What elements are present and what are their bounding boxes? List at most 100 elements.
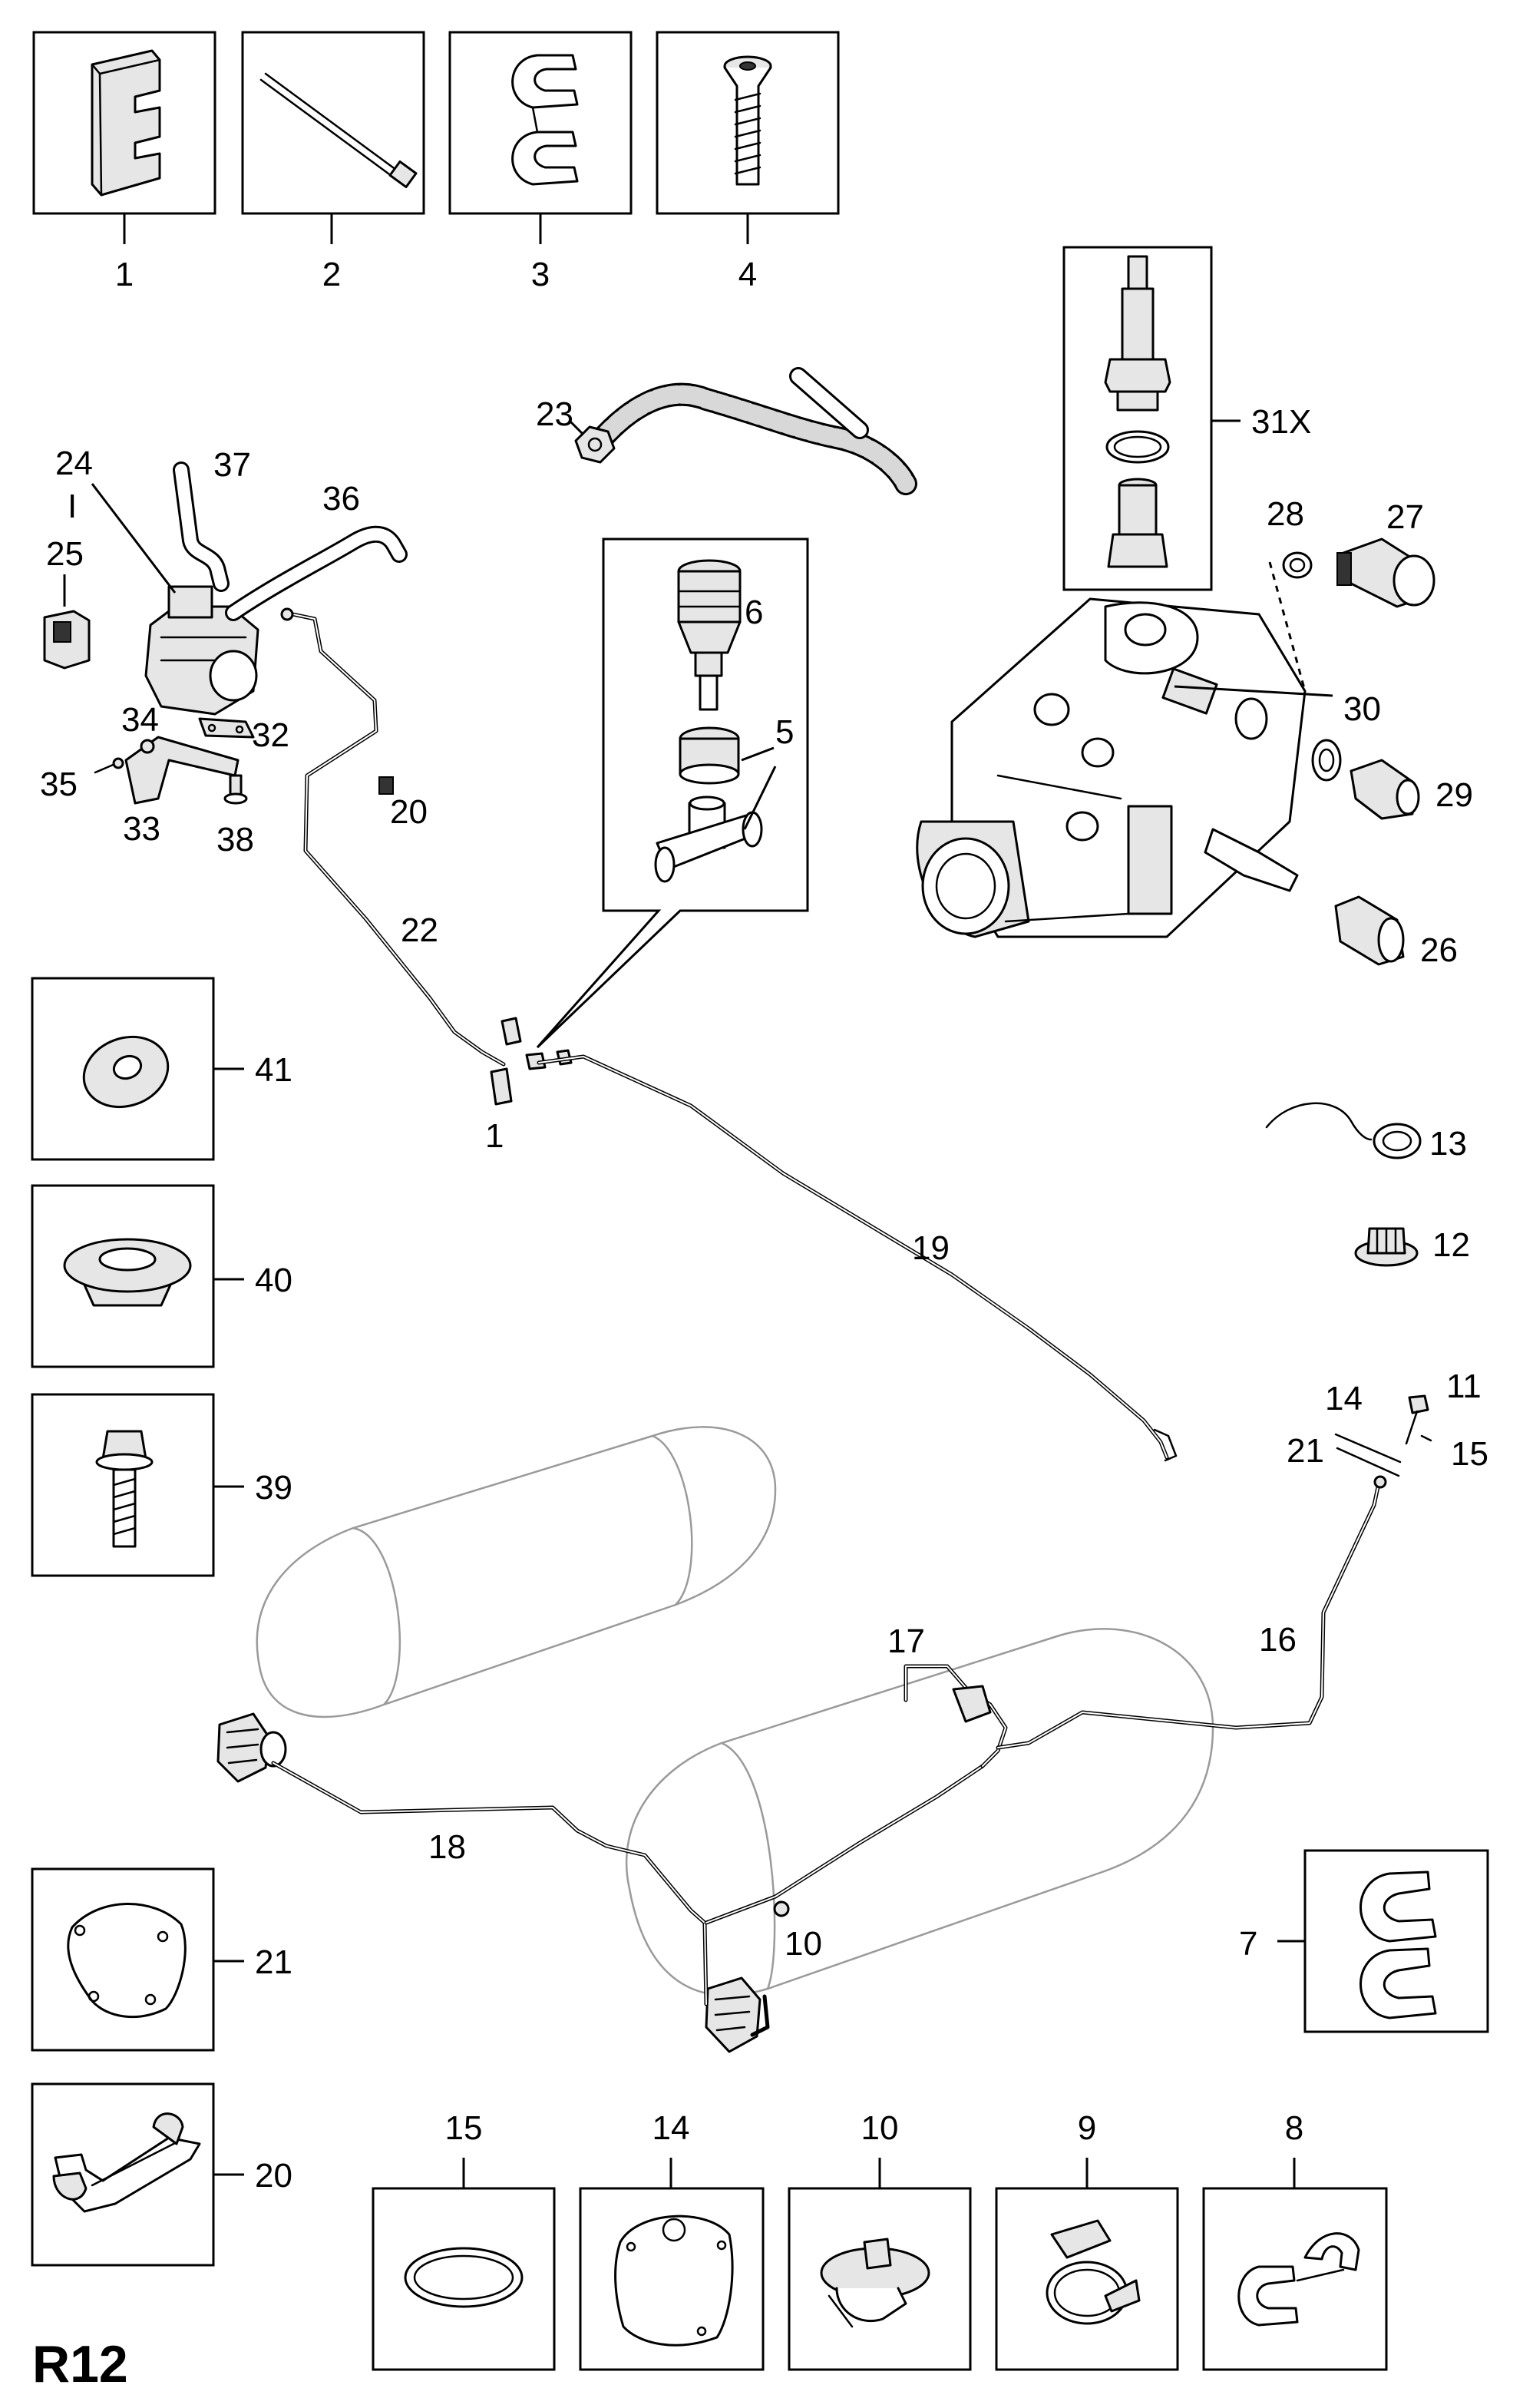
part-19-pipe[interactable]: 19 (537, 1054, 1178, 1462)
part-28-washer[interactable]: 28 (1267, 495, 1313, 692)
label-37: 37 (213, 446, 251, 484)
part-22-pipe[interactable]: 22 (280, 607, 506, 1067)
part-25-connector[interactable]: 25 (43, 535, 91, 670)
label-38: 38 (216, 821, 254, 858)
part-box-15[interactable]: 15 (372, 2109, 556, 2371)
label-31x: 31X (1251, 403, 1311, 441)
label-33: 33 (123, 810, 160, 848)
label-5: 5 (775, 713, 794, 751)
label-39: 39 (255, 1469, 292, 1507)
part-box-4[interactable]: 4 (656, 31, 840, 293)
label-40: 40 (255, 1262, 292, 1299)
part-32-bracket[interactable]: 32 (198, 716, 289, 754)
part-box-14[interactable]: 14 (579, 2109, 765, 2371)
part-23-hose[interactable]: 23 (536, 367, 917, 495)
part-17-pipe[interactable]: 17 (887, 1622, 1008, 1768)
tank-valve-right[interactable] (705, 1976, 762, 2053)
flange-bolt-icon (95, 1430, 154, 1548)
spacer-block-icon (91, 49, 161, 197)
label-1-junction: 1 (485, 1117, 504, 1155)
part-24-regulator[interactable]: 24 I (55, 445, 259, 716)
triple-clip-icon (1237, 2232, 1360, 2327)
part-box-10[interactable]: 10 (788, 2109, 972, 2371)
part-box-21[interactable]: 21 (31, 1867, 292, 2052)
label-30: 30 (1343, 690, 1381, 728)
label-32: 32 (252, 716, 289, 754)
part-box-41[interactable]: 41 (31, 977, 292, 1161)
valve-stem-icon (1104, 255, 1171, 568)
label-24: 24 (55, 445, 93, 482)
part-13-seal-ring[interactable]: 13 (1265, 1102, 1467, 1163)
part-20-clip-small[interactable]: 20 (378, 776, 428, 831)
part-box-5-6[interactable]: 6 5 (536, 538, 809, 1049)
label-17: 17 (887, 1622, 925, 1660)
part-box-20[interactable]: 20 (31, 2082, 292, 2267)
label-9: 9 (1078, 2109, 1096, 2147)
label-20-upper: 20 (390, 793, 428, 831)
hose-clamp-icon (1046, 2219, 1141, 2325)
part-box-31x[interactable]: 31X (1062, 246, 1311, 591)
part-29-fitting[interactable]: 29 (1311, 739, 1473, 820)
part-15-oring[interactable]: 15 (1420, 1434, 1488, 1473)
label-34: 34 (121, 701, 159, 739)
part-16-pipe[interactable]: 16 (996, 1475, 1387, 1750)
label-27: 27 (1386, 498, 1424, 536)
label-3: 3 (531, 256, 550, 293)
label-8: 8 (1285, 2109, 1303, 2147)
label-36: 36 (322, 480, 360, 518)
part-18-pipe[interactable]: 18 (271, 1761, 985, 2037)
valve-block-assembly[interactable] (916, 597, 1307, 938)
part-38-bolt[interactable]: 38 (216, 774, 254, 858)
part-box-1[interactable]: 1 (32, 31, 216, 293)
gasket-plate-icon (614, 2214, 734, 2347)
label-22: 22 (401, 911, 438, 949)
countersunk-screw-icon (723, 55, 772, 186)
label-15-upper: 15 (1451, 1435, 1488, 1473)
part-box-40[interactable]: 40 (31, 1184, 292, 1368)
part-12-cap[interactable]: 12 (1354, 1226, 1470, 1267)
t-fitting-icon (654, 766, 777, 883)
label-15: 15 (445, 2109, 483, 2147)
label-23: 23 (536, 395, 573, 433)
label-29: 29 (1435, 776, 1473, 814)
double-clip-large-icon (1359, 1871, 1437, 2019)
label-13: 13 (1429, 1125, 1467, 1163)
part-35-screw[interactable]: 35 (40, 757, 124, 803)
junction-fittings[interactable]: 1 (485, 1017, 573, 1155)
pipe-clip-icon (52, 2112, 201, 2213)
part-box-3[interactable]: 3 (448, 31, 633, 293)
part-box-8[interactable]: 8 (1202, 2109, 1388, 2371)
o-ring-icon (404, 2247, 524, 2308)
label-24-tick: I (68, 488, 77, 525)
part-37-hose[interactable]: 37 (173, 446, 251, 592)
part-box-39[interactable]: 39 (31, 1393, 292, 1577)
nut-icon (679, 726, 775, 785)
label-11: 11 (1446, 1368, 1482, 1405)
gas-tank-upper (256, 1426, 777, 1718)
part-box-9[interactable]: 9 (995, 2109, 1179, 2371)
part-33-bracket[interactable]: 33 (123, 736, 240, 848)
part-36-hose[interactable]: 36 (225, 480, 408, 621)
grommet-icon (63, 1238, 192, 1307)
part-box-7[interactable]: 7 (1239, 1849, 1489, 2033)
tank-valve-left[interactable] (216, 1712, 287, 1783)
label-4: 4 (738, 256, 757, 293)
label-6: 6 (745, 594, 763, 631)
part-26-fitting[interactable]: 26 (1334, 895, 1458, 969)
part-box-2[interactable]: 2 (241, 31, 425, 293)
diagram-code: R12 (32, 2335, 128, 2393)
label-20: 20 (255, 2157, 292, 2195)
part-34-nut[interactable]: 34 (121, 701, 159, 754)
label-1: 1 (115, 256, 134, 293)
label-41: 41 (255, 1051, 292, 1089)
label-28: 28 (1267, 495, 1304, 533)
label-35: 35 (40, 766, 78, 803)
part-14-21-seals[interactable]: 14 21 (1287, 1380, 1402, 1477)
part-11-bolt[interactable]: 11 (1405, 1368, 1482, 1445)
label-25: 25 (46, 535, 84, 573)
label-18: 18 (428, 1828, 466, 1866)
part-27-sensor[interactable]: 27 (1336, 498, 1435, 608)
pressure-valve-icon: 6 (677, 559, 763, 711)
part-10-tank-clip[interactable]: 10 (773, 1900, 822, 1963)
